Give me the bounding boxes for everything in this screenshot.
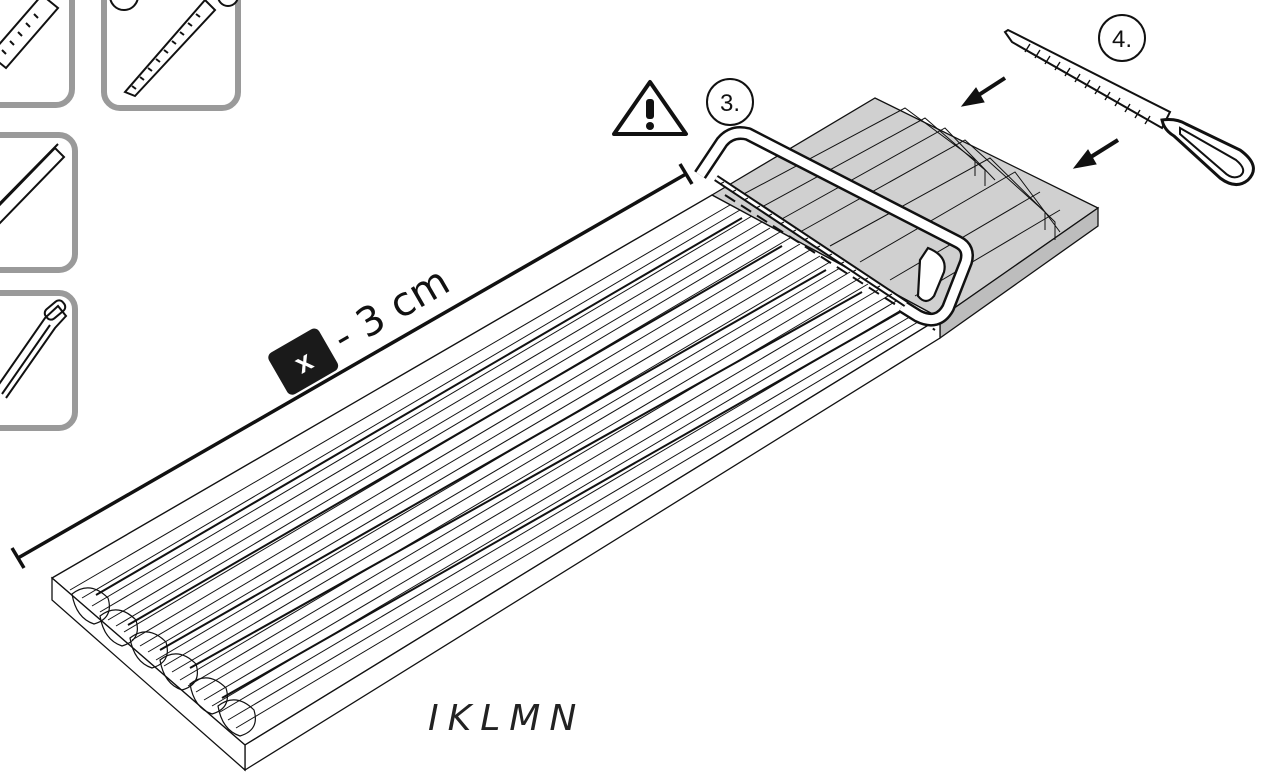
hacksaw-icon — [0, 299, 68, 399]
step-3-badge: 3. — [706, 78, 754, 126]
pencil-icon — [0, 143, 66, 225]
arrow-icon — [960, 76, 1007, 107]
blind-profile-package — [50, 97, 1100, 772]
step-4-badge: 4. — [1098, 14, 1146, 62]
tool-tile-saw-blade — [101, 0, 241, 111]
saw-blade-icon — [109, 0, 239, 98]
saw-teeth — [719, 181, 893, 297]
cut-zone-profiles — [739, 107, 1061, 297]
tool-tile-tape — [0, 0, 75, 108]
warning-triangle-icon — [612, 80, 688, 136]
dimension-line — [10, 163, 694, 569]
measurement-offset: - 3 cm — [325, 258, 457, 361]
profile-code: IKLMN — [428, 698, 585, 739]
measuring-tape-icon — [0, 0, 60, 70]
file-rasp-icon — [1003, 28, 1255, 186]
profile-end-caps — [71, 587, 256, 737]
hacksaw-icon — [694, 126, 974, 327]
step-4-label: 4. — [1112, 26, 1132, 53]
profile-lines — [69, 204, 929, 729]
step-3-label: 3. — [720, 90, 740, 117]
cut-line — [724, 194, 936, 331]
x-variable-badge — [268, 328, 339, 395]
arrow-icon — [1072, 138, 1120, 169]
tool-tile-hacksaw — [0, 290, 78, 431]
tool-tile-pencil — [0, 132, 78, 273]
